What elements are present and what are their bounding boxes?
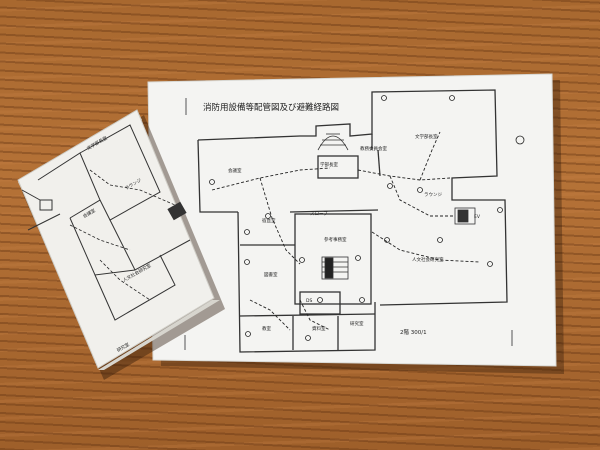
room-label: 人文社会研究室 xyxy=(412,256,444,263)
room-label: 文学部長室 xyxy=(415,133,438,140)
stair-icon-right xyxy=(454,207,476,225)
room-label: スロープ xyxy=(310,211,328,217)
floor-plan-walls xyxy=(197,89,508,353)
small-evacuation-routes xyxy=(69,169,176,301)
main-floor-plan-sheet: 消防用設備等配管図及び避難経路図 xyxy=(147,73,557,367)
evacuation-route-lines xyxy=(211,131,481,331)
stair-icon-upper xyxy=(317,133,349,151)
room-label: 資料室 xyxy=(312,325,326,332)
scale-note: 2階 300/1 xyxy=(400,328,427,336)
room-label: 研究室 xyxy=(350,320,364,327)
small-floor-plan-booklet: 文学部長室 ラウンジ 会議室 人文社会研究室 研究室 xyxy=(17,109,225,380)
room-label: ラウンジ xyxy=(424,191,442,198)
room-label: 参考事務室 xyxy=(324,236,347,243)
room-label: DS xyxy=(306,298,312,304)
room-label: 宿直室 xyxy=(262,217,276,224)
equipment-markers xyxy=(209,95,525,341)
floor-plan-title: 消防用設備等配管図及び避難経路図 xyxy=(203,102,339,113)
room-label: 教務委員会室 xyxy=(360,145,387,152)
room-label: 図書室 xyxy=(264,271,278,278)
stair-icon-center xyxy=(321,256,349,280)
room-label: 教室 xyxy=(262,325,271,332)
small-stair-icon xyxy=(167,201,187,221)
room-label: EV xyxy=(474,214,481,220)
room-label: 学部長室 xyxy=(320,161,338,168)
room-label: 会議室 xyxy=(228,167,242,174)
